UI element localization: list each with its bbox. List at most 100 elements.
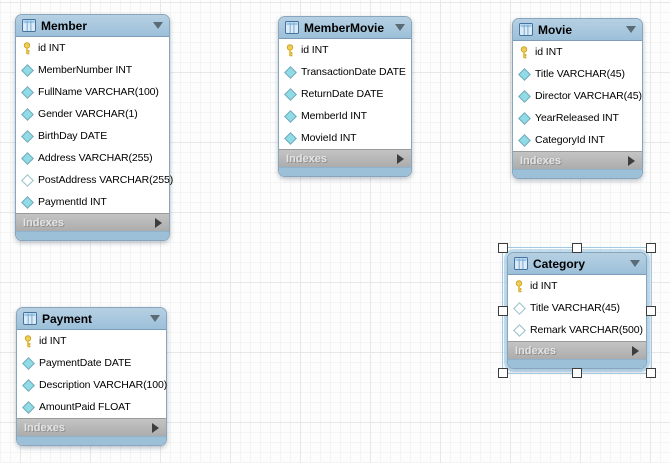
indexes-expand-icon[interactable] [152, 422, 159, 433]
column-row[interactable]: Remark VARCHAR(500) [508, 319, 646, 341]
nullable-column-icon [512, 301, 526, 315]
table-header[interactable]: Payment [17, 308, 166, 330]
column-row[interactable]: CategoryId INT [513, 129, 642, 151]
column-row[interactable]: PaymentDate DATE [17, 352, 166, 374]
column-label: ReturnDate DATE [301, 88, 384, 100]
notnull-column-icon [517, 111, 531, 125]
table-header[interactable]: Member [16, 15, 169, 37]
column-row[interactable]: YearReleased INT [513, 107, 642, 129]
column-row[interactable]: id INT [513, 41, 642, 63]
collapse-chevron-icon[interactable] [626, 26, 636, 33]
column-row[interactable]: MemberId INT [279, 105, 411, 127]
column-row[interactable]: Gender VARCHAR(1) [16, 103, 169, 125]
column-row[interactable]: AmountPaid FLOAT [17, 396, 166, 418]
selection-handle-tm[interactable] [572, 243, 582, 253]
column-row[interactable]: ReturnDate DATE [279, 83, 411, 105]
column-label: PaymentId INT [38, 196, 107, 208]
table-bottom-strip [17, 436, 166, 445]
table-figure-movie[interactable]: Movie id INT Title VARCHAR(45) Director VAR… [512, 18, 643, 179]
indexes-label: Indexes [24, 421, 65, 434]
selection-handle-mr[interactable] [646, 305, 656, 316]
column-label: Director VARCHAR(45) [535, 90, 642, 102]
indexes-label: Indexes [286, 152, 327, 165]
column-row[interactable]: FullName VARCHAR(100) [16, 81, 169, 103]
notnull-column-icon [20, 195, 34, 209]
table-header[interactable]: Category [508, 253, 646, 275]
column-row[interactable]: Director VARCHAR(45) [513, 85, 642, 107]
column-row[interactable]: PaymentId INT [16, 191, 169, 213]
indexes-label: Indexes [515, 344, 556, 357]
column-row[interactable]: TransactionDate DATE [279, 61, 411, 83]
table-header[interactable]: MemberMovie [279, 17, 411, 39]
collapse-chevron-icon[interactable] [630, 260, 640, 267]
notnull-column-icon [20, 85, 34, 99]
notnull-column-icon [20, 129, 34, 143]
collapse-chevron-icon[interactable] [395, 24, 405, 31]
key-icon [515, 279, 522, 292]
table-bottom-strip [16, 231, 169, 240]
column-row[interactable]: id INT [16, 37, 169, 59]
column-row[interactable]: Description VARCHAR(100) [17, 374, 168, 396]
column-label: Remark VARCHAR(500) [530, 324, 643, 336]
column-label: FullName VARCHAR(100) [38, 86, 159, 98]
column-row[interactable]: Title VARCHAR(45) [513, 63, 642, 85]
table-title: Payment [42, 311, 93, 326]
indexes-footer[interactable]: Indexes [508, 341, 646, 359]
table-bottom-strip [279, 167, 411, 176]
column-row[interactable]: id INT [508, 275, 646, 297]
column-label: BirthDay DATE [38, 130, 108, 142]
nullable-column-icon [512, 323, 526, 337]
indexes-expand-icon[interactable] [397, 153, 404, 164]
indexes-label: Indexes [520, 154, 561, 167]
selection-handle-ml[interactable] [498, 305, 508, 316]
table-icon [285, 21, 299, 34]
column-label: id INT [301, 44, 329, 56]
column-row[interactable]: MemberNumber INT [16, 59, 169, 81]
column-label: MemberId INT [301, 110, 367, 122]
column-row[interactable]: id INT [279, 39, 411, 61]
collapse-chevron-icon[interactable] [153, 22, 163, 29]
column-row[interactable]: MovieId INT [279, 127, 411, 149]
notnull-column-icon [283, 109, 297, 123]
indexes-footer[interactable]: Indexes [279, 149, 411, 167]
selection-handle-bm[interactable] [572, 368, 582, 378]
notnull-column-icon [283, 87, 297, 101]
selection-handle-tr[interactable] [646, 243, 656, 253]
column-row[interactable]: Address VARCHAR(255) [16, 147, 169, 169]
indexes-footer[interactable]: Indexes [17, 418, 166, 436]
column-label: TransactionDate DATE [301, 66, 406, 78]
column-row[interactable]: BirthDay DATE [16, 125, 169, 147]
selection-handle-tl[interactable] [498, 243, 508, 253]
table-header[interactable]: Movie [513, 19, 642, 41]
indexes-expand-icon[interactable] [155, 217, 162, 228]
table-figure-membermovie[interactable]: MemberMovie id INT TransactionDate DATE Ret… [278, 16, 412, 177]
notnull-column-icon [517, 89, 531, 103]
table-bottom-strip [513, 169, 642, 178]
column-label: Description VARCHAR(100) [39, 379, 168, 391]
indexes-footer[interactable]: Indexes [513, 151, 642, 169]
table-title: Member [41, 18, 88, 33]
table-title: MemberMovie [304, 20, 385, 35]
notnull-column-icon [21, 400, 35, 414]
notnull-column-icon [20, 151, 34, 165]
collapse-chevron-icon[interactable] [150, 315, 160, 322]
table-title: Movie [538, 22, 573, 37]
notnull-column-icon [517, 67, 531, 81]
column-row[interactable]: Title VARCHAR(45) [508, 297, 646, 319]
column-row[interactable]: id INT [17, 330, 166, 352]
indexes-expand-icon[interactable] [632, 345, 639, 356]
table-icon [22, 19, 36, 32]
notnull-column-icon [517, 133, 531, 147]
selection-handle-br[interactable] [646, 368, 656, 378]
column-row[interactable]: PostAddress VARCHAR(255) [16, 169, 173, 191]
indexes-footer[interactable]: Indexes [16, 213, 169, 231]
selection-handle-bl[interactable] [498, 368, 508, 378]
column-label: id INT [535, 46, 563, 58]
table-columns: id INT Title VARCHAR(45) Director VARCHAR(… [513, 41, 642, 151]
column-label: Gender VARCHAR(1) [38, 108, 138, 120]
indexes-expand-icon[interactable] [628, 155, 635, 166]
